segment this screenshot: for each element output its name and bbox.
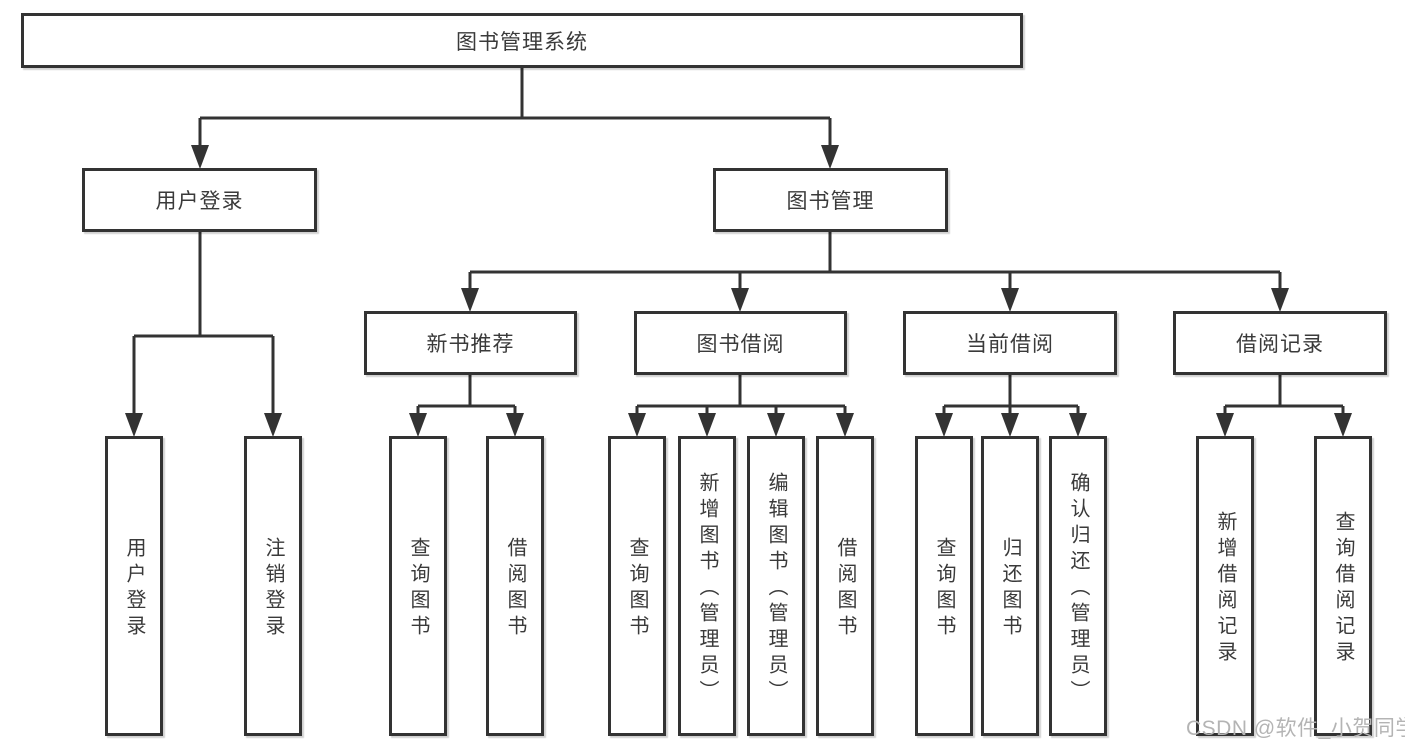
leaf-query-borrow-record: 查询借阅记录 bbox=[1314, 436, 1372, 736]
leaf-query-books-borrowing: 查询图书 bbox=[608, 436, 666, 736]
leaf-return-books: 归还图书 bbox=[981, 436, 1039, 736]
node-current-borrowing: 当前借阅 bbox=[903, 311, 1117, 375]
node-library-management-system: 图书管理系统 bbox=[21, 13, 1023, 68]
leaf-borrow-books-borrowing: 借阅图书 bbox=[816, 436, 874, 736]
leaf-confirm-return-admin: 确认归还（管理员） bbox=[1049, 436, 1107, 736]
leaf-add-borrow-record: 新增借阅记录 bbox=[1196, 436, 1254, 736]
leaf-logout: 注销登录 bbox=[244, 436, 302, 736]
leaf-borrow-books-recommend: 借阅图书 bbox=[486, 436, 544, 736]
node-book-management: 图书管理 bbox=[713, 168, 948, 232]
leaf-query-books-recommend: 查询图书 bbox=[389, 436, 447, 736]
leaf-edit-book-admin: 编辑图书（管理员） bbox=[747, 436, 805, 736]
arrowheads bbox=[125, 145, 1352, 437]
leaf-query-books-current: 查询图书 bbox=[915, 436, 973, 736]
node-borrowing-records: 借阅记录 bbox=[1173, 311, 1387, 375]
node-new-book-recommend: 新书推荐 bbox=[364, 311, 577, 375]
node-book-borrowing: 图书借阅 bbox=[634, 311, 847, 375]
csdn-watermark: CSDN @软件_小贺同学 bbox=[1186, 717, 1405, 740]
leaf-add-book-admin: 新增图书（管理员） bbox=[678, 436, 736, 736]
node-user-login: 用户登录 bbox=[82, 168, 317, 232]
leaf-user-login: 用户登录 bbox=[105, 436, 163, 736]
